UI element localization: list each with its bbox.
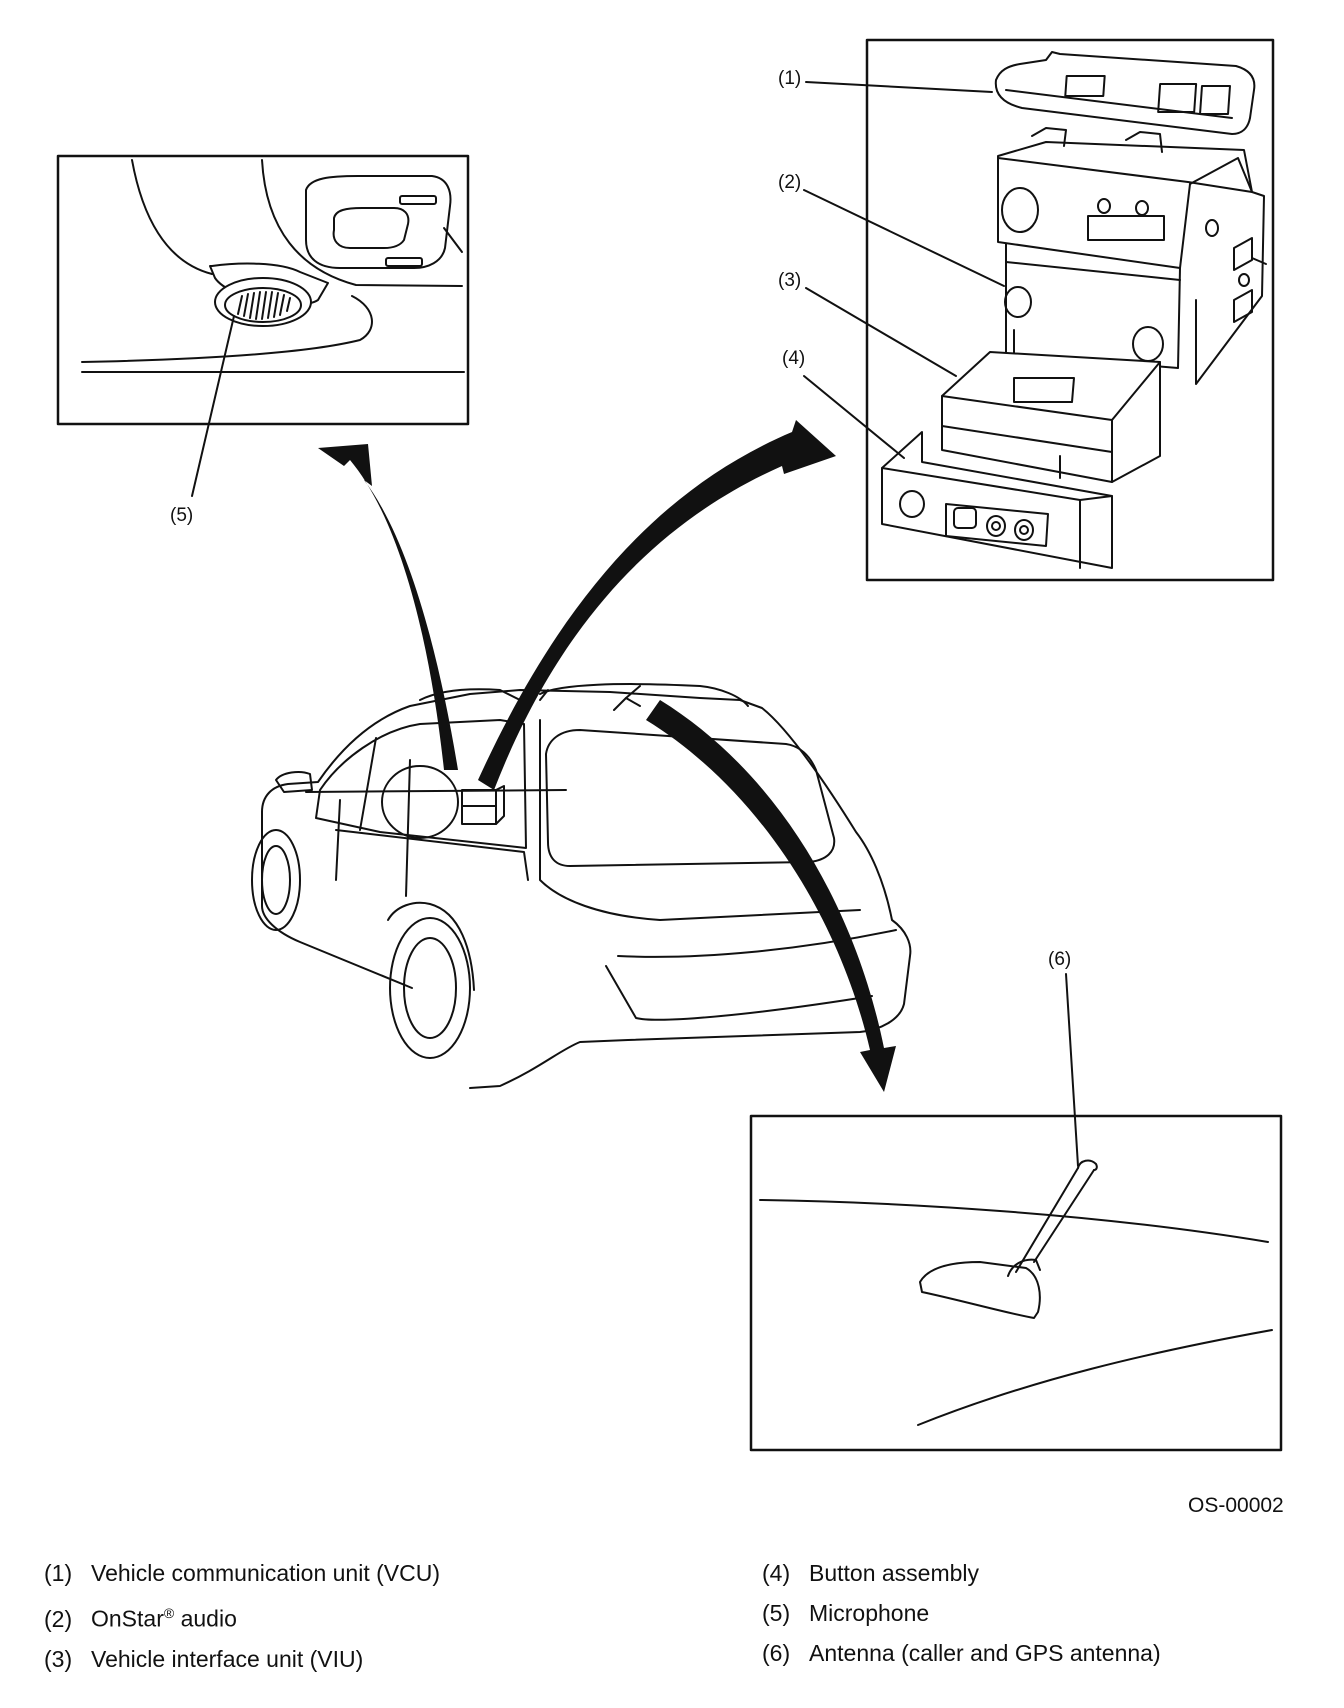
callout-vcu: (1) [778,68,801,89]
legend-left-column: (1) Vehicle communication unit (VCU) (2) O… [44,1553,440,1679]
legend-num: (5) [762,1600,791,1626]
button-assembly-leader-line [803,375,905,459]
legend-item-onstar-audio: (2) OnStar® audio [44,1593,440,1639]
rear-wheel [389,917,471,1059]
pointer-arrows [318,420,896,1092]
legend-num: (3) [44,1645,73,1672]
front-wheel [251,829,301,931]
legend-item-antenna: (6) Antenna (caller and GPS antenna) [762,1633,1161,1673]
legend-item-viu: (3) Vehicle interface unit (VIU) [44,1639,440,1679]
microphone-unit [209,262,329,327]
callout-viu: (3) [778,270,801,291]
antenna-detail-panel: (6) [749,949,1283,1452]
legend-text: Vehicle communication unit (VCU) [91,1560,440,1586]
legend-item-microphone: (5) Microphone [762,1593,1161,1633]
legend-text: Vehicle interface unit (VIU) [91,1645,364,1672]
legend-num: (1) [44,1560,73,1586]
figure-id: OS-00002 [1188,1494,1284,1517]
viu-leader-line [805,287,957,377]
legend-right-column: (4) Button assembly (5) Microphone (6) Ante… [762,1553,1161,1673]
legend-num: (6) [762,1640,791,1666]
arrow-to-antenna [646,700,896,1092]
microphone-leader-line [191,315,235,497]
legend-text: OnStar [91,1605,164,1632]
antenna-leader-line [1065,973,1079,1167]
legend-num: (2) [44,1605,73,1632]
legend-item-vcu: (1) Vehicle communication unit (VCU) [44,1553,440,1593]
onstar-audio-leader-line [803,189,1005,287]
registered-mark: ® [163,1605,175,1621]
vehicle-illustration [251,683,912,1089]
callout-button-assembly: (4) [782,348,805,369]
legend-text: Antenna (caller and GPS antenna) [809,1640,1161,1666]
callout-antenna: (6) [1048,949,1071,970]
vcu-unit [994,51,1256,135]
legend-num: (4) [762,1560,791,1586]
arrow-to-vcu-panel [478,420,836,790]
callout-microphone: (5) [170,505,193,526]
legend-item-button-assembly: (4) Button assembly [762,1553,1161,1593]
microphone-detail-panel: (5) [56,154,470,526]
legend-text: Button assembly [809,1560,980,1586]
onstar-units-detail-panel: (1) (2) [778,38,1275,582]
onstar-audio-unit [997,127,1267,385]
antenna-unit [919,1159,1098,1319]
legend-text: Microphone [809,1600,930,1626]
viu-unit [941,351,1161,483]
vcu-leader-line [805,81,993,93]
button-assembly-unit [881,431,1113,569]
legend-text-after: audio [174,1605,237,1632]
arrow-to-microphone [318,444,458,770]
callout-onstar-audio: (2) [778,172,801,193]
